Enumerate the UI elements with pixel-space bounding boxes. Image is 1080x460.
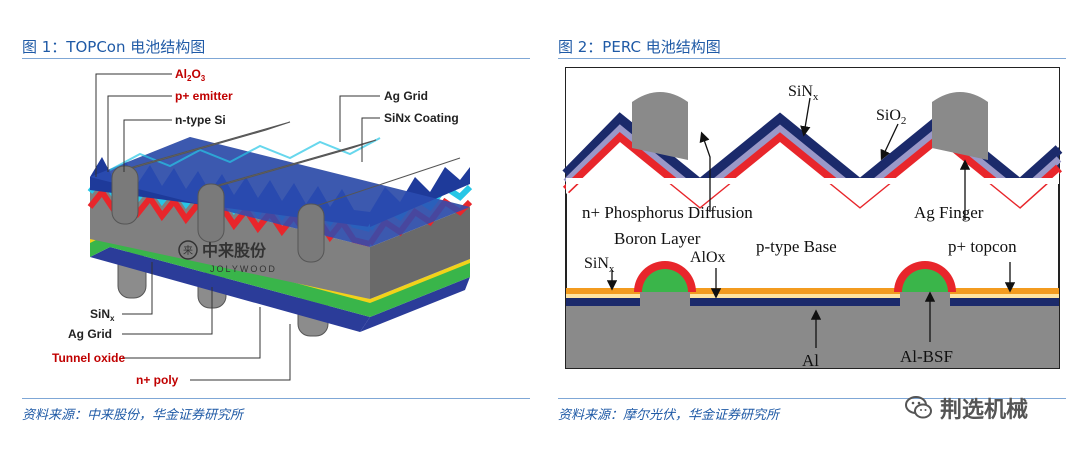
label-sinx-rear: SiNx: [90, 307, 115, 323]
figure-2-source: 资料来源：摩尔光伏，华金证券研究所: [558, 408, 780, 423]
figure-1-title: 图 1：TOPCon 电池结构图: [22, 38, 206, 56]
label-p-emitter: p+ emitter: [175, 89, 233, 103]
figure-2-title: 图 2：PERC 电池结构图: [558, 38, 721, 56]
label-sio2: SiO2: [876, 107, 906, 127]
label-tunnel-oxide: Tunnel oxide: [52, 351, 125, 365]
label-p-topcon: p+ topcon: [948, 237, 1017, 256]
label-n-poly: n+ poly: [136, 373, 179, 387]
label-ag-grid-bottom: Ag Grid: [68, 327, 112, 341]
label-al2o3: Al2O3: [175, 67, 206, 83]
watermark: 荆选机械: [904, 392, 1028, 424]
label-sinx-top: SiNx: [788, 83, 819, 103]
figure-2-bottom-rule: [558, 398, 1066, 399]
figure-1-top-rule: [22, 58, 530, 59]
watermark-text: 荆选机械: [940, 398, 1029, 423]
jolywood-logo: 来 中来股份 JOLYWOOD: [178, 240, 277, 274]
perc-arrows: [606, 97, 1016, 348]
figure-1-bottom-rule: [22, 398, 530, 399]
label-al-bsf: Al-BSF: [900, 347, 953, 366]
label-n-type-si: n-type Si: [175, 113, 226, 127]
wechat-icon: [905, 396, 932, 419]
svg-text:来: 来: [183, 245, 193, 257]
label-boron-layer: Boron Layer: [614, 229, 701, 248]
label-alox: AlOx: [690, 249, 726, 266]
topcon-diagram: 来 中来股份 JOLYWOOD Al2O3 p+ emitter n-type …: [52, 67, 473, 387]
perc-ag-fingers: [632, 92, 988, 160]
label-al: Al: [802, 351, 819, 370]
label-p-type-base: p-type Base: [756, 237, 837, 256]
front-ag-fingers: [111, 121, 461, 263]
figure-2-top-rule: [558, 58, 1066, 59]
label-sinx-coating: SiNx Coating: [384, 111, 459, 125]
perc-bsf-domes: [634, 261, 956, 292]
leader-lines: [95, 73, 380, 381]
perc-diagram: SiNx SiO2 n+ Phosphorus Diffusion Ag Fin…: [562, 67, 1063, 370]
label-phosphorus-diffusion: n+ Phosphorus Diffusion: [582, 203, 753, 222]
logo-en: JOLYWOOD: [210, 264, 277, 274]
logo-cn: 中来股份: [202, 241, 267, 260]
label-ag-finger: Ag Finger: [914, 203, 984, 222]
label-sinx-left: SiNx: [584, 255, 615, 275]
figure-1-source: 资料来源：中来股份，华金证券研究所: [22, 408, 244, 423]
label-ag-grid-top: Ag Grid: [384, 89, 428, 103]
